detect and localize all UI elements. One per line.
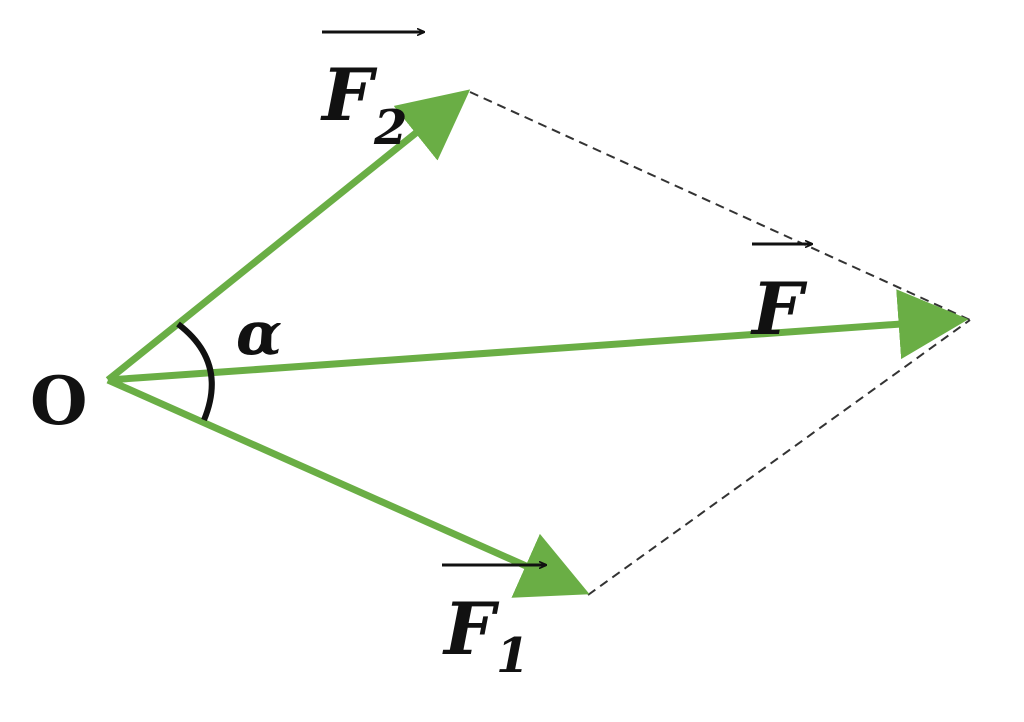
f1-label-letter: F bbox=[442, 586, 500, 671]
resultant-f-label-letter: F bbox=[750, 266, 808, 351]
f2-label-subscript: 2 bbox=[373, 100, 407, 156]
resultant-f-label: F bbox=[750, 244, 812, 351]
f2-label-letter: F bbox=[320, 52, 378, 137]
dashed-side-top bbox=[469, 91, 971, 321]
angle-label: α bbox=[236, 299, 282, 369]
dashed-side-bottom bbox=[587, 319, 971, 596]
vector-f1-arrow bbox=[106, 376, 590, 598]
resultant-f-arrow bbox=[107, 289, 969, 384]
origin-label: O bbox=[30, 362, 88, 440]
f1-label-subscript: 1 bbox=[496, 628, 529, 684]
f2-label: F 2 bbox=[320, 32, 424, 156]
f1-label: F 1 bbox=[442, 565, 546, 684]
vector-f2-arrow bbox=[105, 89, 471, 383]
angle-arc bbox=[176, 321, 215, 422]
